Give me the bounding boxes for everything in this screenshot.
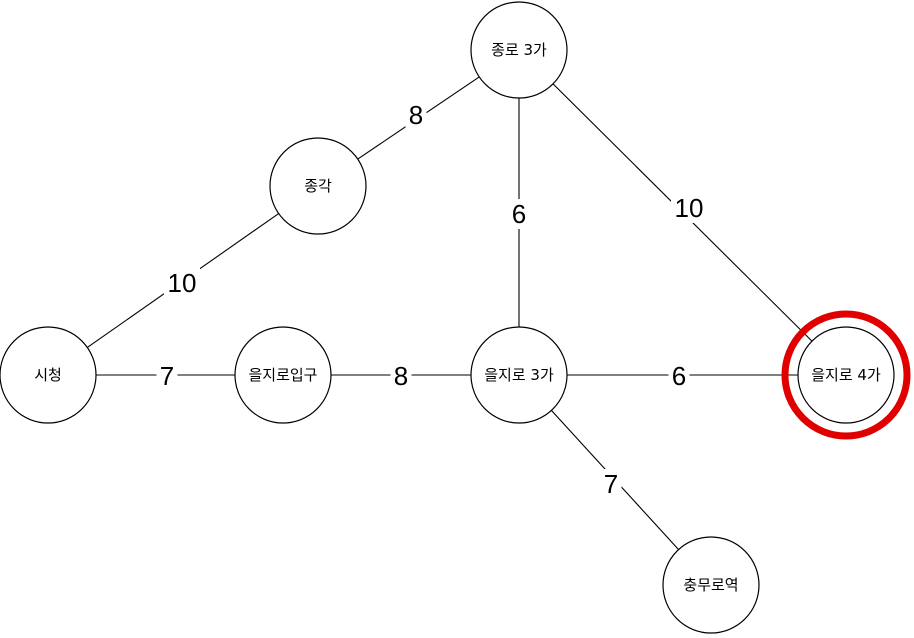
station-circle [662, 536, 760, 634]
station-node-cityhall: 시청 [0, 326, 97, 424]
station-label: 충무로역 [683, 576, 738, 594]
edge-weight-background [671, 193, 707, 223]
edge-weight-label: 6 [512, 199, 526, 229]
edge-weight-label: 7 [604, 469, 618, 499]
edge-weight-background [164, 268, 200, 298]
station-node-jongno3: 종로 3가 [470, 1, 568, 99]
edge-weight-label: 7 [160, 361, 174, 391]
station-label: 을지로 4가 [811, 366, 881, 384]
edge-weight-label: 6 [672, 361, 686, 391]
station-node-chungmuro: 충무로역 [662, 536, 760, 634]
edge-weight-background [508, 199, 530, 229]
station-label: 을지로 3가 [484, 366, 554, 384]
edge-weight-label: 10 [675, 193, 704, 223]
station-circle [269, 137, 367, 235]
station-label: 종각 [304, 177, 332, 195]
station-node-euljiro3: 을지로 3가 [470, 326, 568, 424]
edge-weight-background [668, 361, 690, 391]
edges-layer: 8 6 10 10 7 8 6 7 [87, 76, 813, 550]
station-node-jonggak: 종각 [269, 137, 367, 235]
station-node-euljiroipgu: 을지로입구 [234, 326, 332, 424]
station-circle [797, 326, 895, 424]
station-label: 을지로입구 [248, 366, 317, 384]
station-label: 시청 [34, 366, 62, 384]
edge-weight-background [156, 361, 178, 391]
station-node-euljiro4: 을지로 4가 [781, 310, 911, 440]
edge-weight-label: 10 [168, 268, 197, 298]
station-circle [470, 1, 568, 99]
edge-weight-label: 8 [409, 100, 423, 130]
station-circle [234, 326, 332, 424]
edge-weight-background [600, 469, 622, 499]
station-label: 종로 3가 [491, 41, 547, 59]
station-circle [0, 326, 97, 424]
highlight-ring [781, 310, 911, 440]
edge-weight-background [390, 361, 412, 391]
edge-weight-background [405, 100, 427, 130]
edge-weight-label: 8 [394, 361, 408, 391]
station-circle [470, 326, 568, 424]
